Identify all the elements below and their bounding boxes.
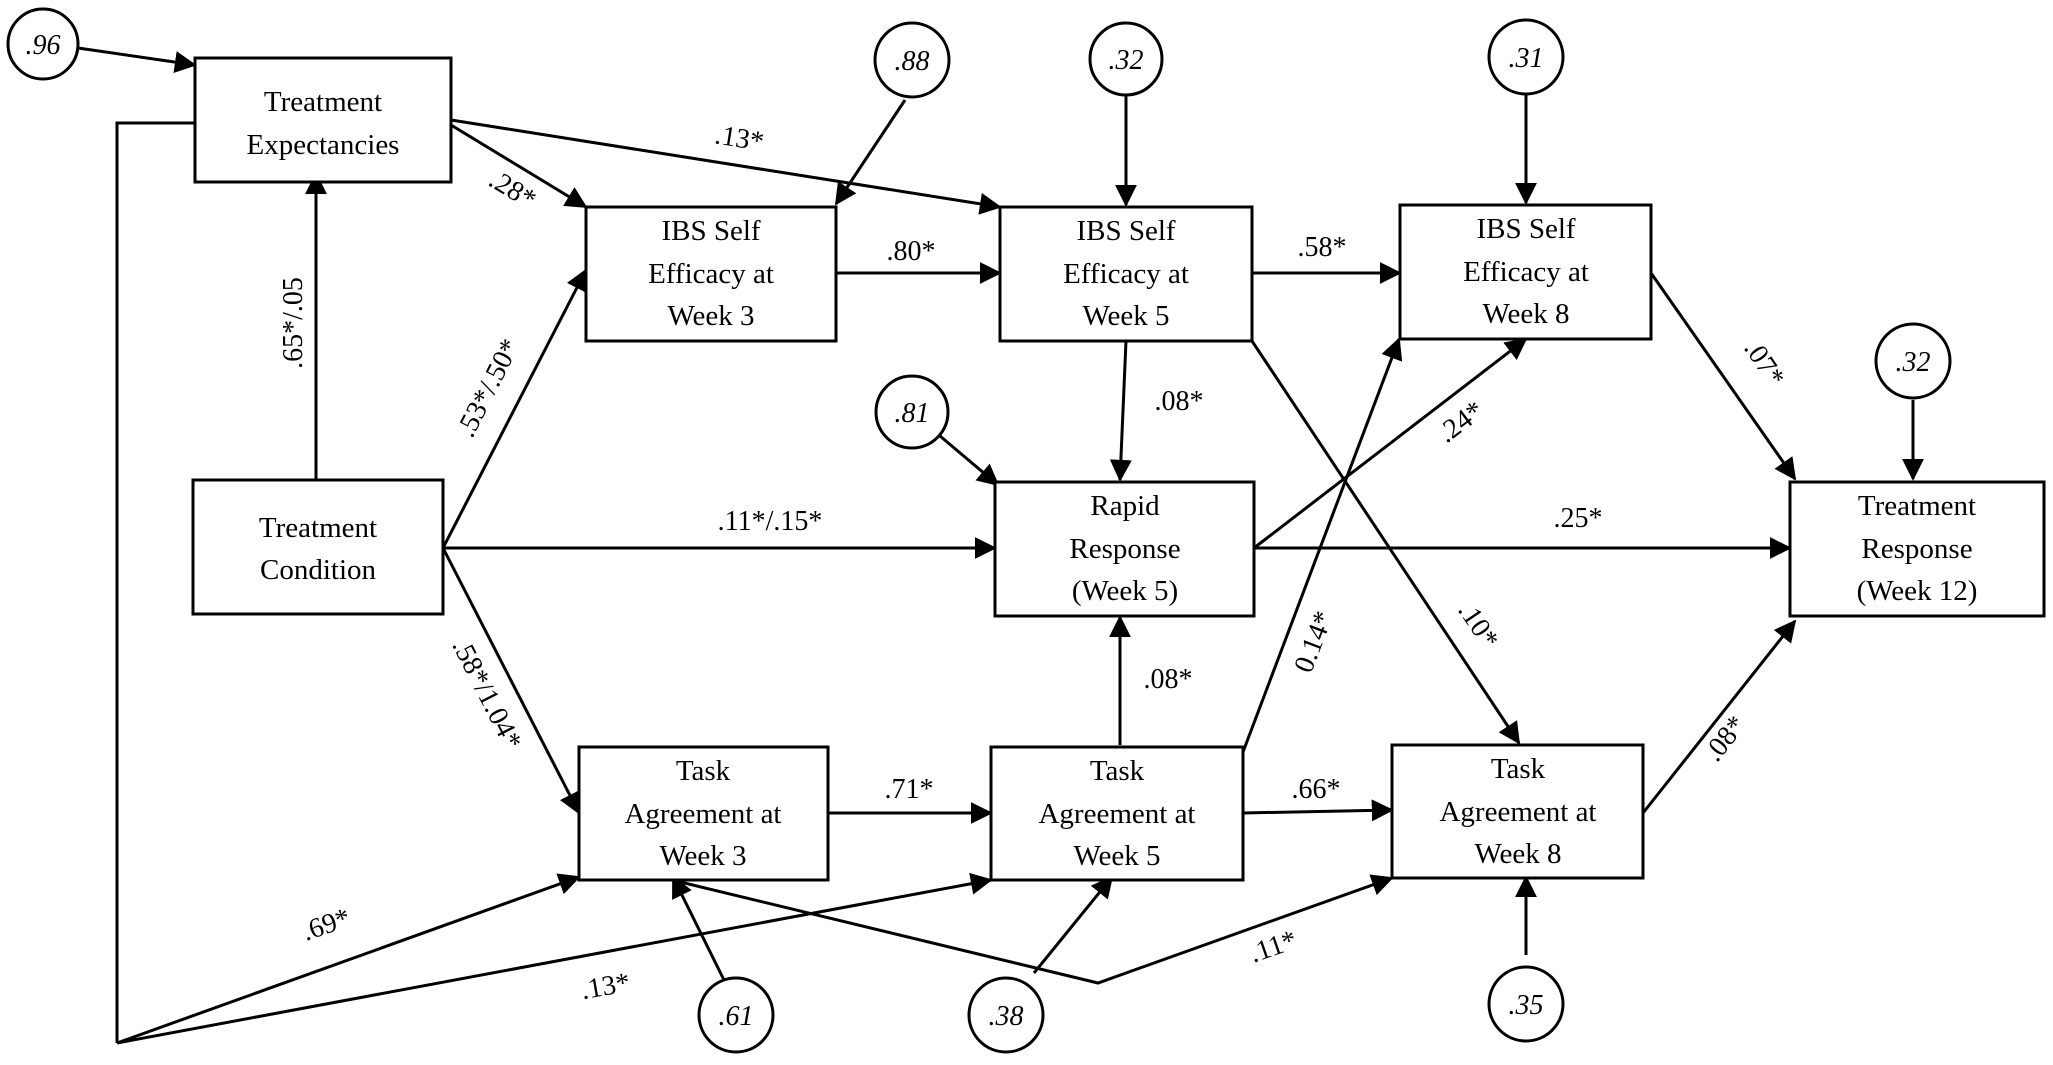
node-task-agreement-week-8: Task Agreement at Week 8 (1390, 743, 1645, 880)
path-label-ta3-ta5: .71* (885, 774, 934, 805)
node-line: (Week 5) (1072, 575, 1178, 607)
path-label-se8-tr: .07* (1737, 334, 1790, 392)
node-line: Task (676, 755, 731, 787)
path-label-ta5-ta8: .66* (1292, 774, 1341, 805)
node-line: Task (1090, 755, 1145, 787)
node-line: Week 5 (1082, 300, 1169, 332)
node-line: Week 3 (659, 840, 746, 872)
error-arrow-ta5 (1032, 875, 1114, 974)
node-line: IBS Self (661, 215, 760, 247)
path-label-tc-ta3: .58*/1.04* (446, 634, 528, 755)
path-label-ta5-se8: 0.14* (1288, 607, 1340, 677)
node-line: Week 8 (1482, 298, 1569, 330)
error-term-task-agreement-week-8: .35 (1487, 965, 1565, 1043)
path-label-se3-se5: .80* (887, 236, 936, 267)
path-label-se5-se8: .58* (1298, 232, 1347, 263)
node-line: Agreement at (624, 798, 781, 830)
error-term-task-agreement-week-5: .38 (967, 976, 1045, 1054)
node-line: IBS Self (1076, 215, 1175, 247)
node-line: Treatment (259, 512, 377, 544)
node-line: Agreement at (1439, 796, 1596, 828)
error-term-treatment-expectancies: .96 (6, 7, 80, 81)
path-label-te-ta3: .69* (298, 902, 354, 947)
node-self-efficacy-week-3: IBS Self Efficacy at Week 3 (584, 205, 838, 343)
node-line: Rapid (1090, 490, 1160, 522)
node-line: Agreement at (1038, 798, 1195, 830)
node-line: Condition (260, 554, 377, 586)
node-line: Week 8 (1474, 838, 1561, 870)
arrow-te-se3 (450, 123, 588, 209)
path-label-ta8-tr: .08* (1698, 710, 1753, 768)
path-label-te-se3: .28* (483, 164, 541, 216)
arrow-tc-ta3 (441, 547, 581, 815)
error-term-self-efficacy-week-8: .31 (1487, 18, 1565, 96)
node-line: Treatment (1858, 490, 1976, 522)
arrow-ta5-ta8 (1242, 799, 1394, 822)
node-line: Efficacy at (1063, 258, 1189, 290)
error-arrow-ta3 (671, 875, 726, 981)
path-label-te-se5: .13* (713, 119, 766, 157)
error-value: .96 (26, 30, 61, 61)
arrow-se5-ta8 (1250, 340, 1521, 745)
error-term-treatment-response: .32 (1874, 322, 1952, 400)
error-term-self-efficacy-week-3: .88 (873, 21, 951, 99)
node-line: (Week 12) (1857, 575, 1978, 607)
path-label-te-ta5: .13* (579, 967, 633, 1006)
arrow-tc-se3 (441, 268, 588, 549)
error-term-self-efficacy-week-5: .32 (1088, 21, 1164, 97)
node-line: Week 3 (667, 300, 754, 332)
error-arrow-rr (939, 434, 1000, 487)
error-value: .32 (1109, 45, 1144, 76)
path-label-tc-rr: .11*/.15* (718, 506, 823, 537)
paths (77, 46, 1924, 1045)
node-treatment-response: Treatment Response (Week 12) (1788, 480, 2046, 618)
node-rapid-response: Rapid Response (Week 5) (993, 480, 1256, 618)
path-label-rr-tr: .25* (1554, 503, 1603, 534)
node-line: Treatment (264, 86, 382, 118)
error-value: .81 (895, 398, 930, 429)
error-value: .31 (1509, 43, 1544, 74)
error-value: .61 (719, 1001, 754, 1032)
node-line: IBS Self (1476, 213, 1575, 245)
node-task-agreement-week-5: Task Agreement at Week 5 (989, 745, 1245, 882)
arrow-ta5-se8 (1241, 337, 1403, 753)
path-label-tc-se3: .53*/.50* (451, 334, 527, 442)
error-arrow-se3 (834, 99, 907, 206)
node-task-agreement-week-3: Task Agreement at Week 3 (577, 745, 830, 882)
node-line: Response (1069, 533, 1180, 565)
arrow-se8-tr (1649, 272, 1797, 481)
error-value: .88 (895, 46, 930, 77)
node-line: Expectancies (247, 129, 400, 161)
node-line: Efficacy at (648, 258, 774, 290)
arrow-ta8-tr (1641, 619, 1797, 814)
node-line: Task (1491, 753, 1546, 785)
connector-te-branch (115, 121, 195, 1043)
error-value: .35 (1509, 990, 1544, 1021)
arrow-te-se5 (450, 118, 1002, 215)
path-label-se5-ta8: .10* (1451, 596, 1504, 654)
path-label-ta5-rr: .08* (1144, 664, 1193, 695)
path-label-ta3-ta8: .11* (1246, 924, 1301, 969)
error-value: .38 (989, 1001, 1024, 1032)
error-arrow-te (77, 46, 197, 73)
path-label-tc-te: .65*/.05 (278, 277, 309, 369)
node-line: Response (1861, 533, 1972, 565)
path-label-se5-rr: .08* (1155, 386, 1204, 417)
error-term-task-agreement-week-3: .61 (697, 976, 775, 1054)
arrow-te-ta3 (116, 873, 581, 1045)
node-line: Week 5 (1073, 840, 1160, 872)
arrow-rr-se8 (1253, 337, 1528, 550)
arrow-se5-rr (1109, 340, 1132, 482)
node-treatment-condition: Treatment Condition (191, 478, 445, 616)
error-term-rapid-response: .81 (874, 374, 950, 450)
arrow-te-ta5 (116, 872, 993, 1045)
node-line: Efficacy at (1463, 256, 1589, 288)
node-self-efficacy-week-5: IBS Self Efficacy at Week 5 (998, 205, 1254, 343)
node-treatment-expectancies: Treatment Expectancies (193, 56, 453, 184)
error-value: .32 (1896, 347, 1931, 378)
node-self-efficacy-week-8: IBS Self Efficacy at Week 8 (1398, 203, 1653, 341)
